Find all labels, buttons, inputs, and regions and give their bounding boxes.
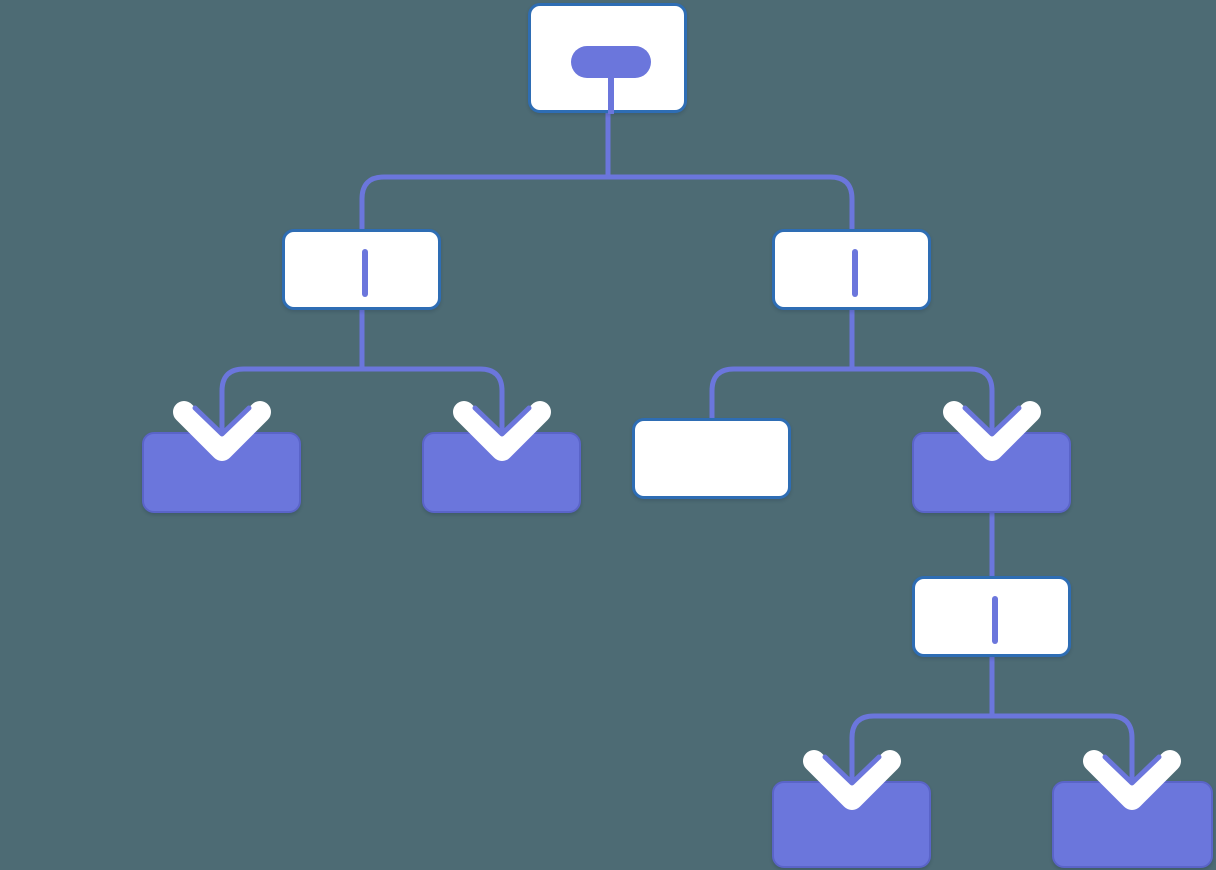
branch-node-left[interactable] — [282, 229, 441, 310]
node-caret-glyph — [851, 248, 858, 297]
leaf-node-1[interactable] — [142, 432, 301, 513]
leaf-node-5[interactable] — [1052, 781, 1213, 868]
leaf-node-3[interactable] — [632, 418, 791, 499]
branch-node-right[interactable] — [772, 229, 931, 310]
sub-branch-node[interactable] — [912, 576, 1071, 657]
leaf-node-4[interactable] — [772, 781, 931, 868]
intermediate-node[interactable] — [912, 432, 1071, 513]
leaf-node-2[interactable] — [422, 432, 581, 513]
root-node[interactable] — [528, 3, 687, 114]
node-caret-glyph — [991, 595, 998, 644]
node-pill-glyph — [570, 46, 651, 78]
node-stem-glyph — [607, 74, 614, 114]
node-caret-glyph — [361, 248, 368, 297]
